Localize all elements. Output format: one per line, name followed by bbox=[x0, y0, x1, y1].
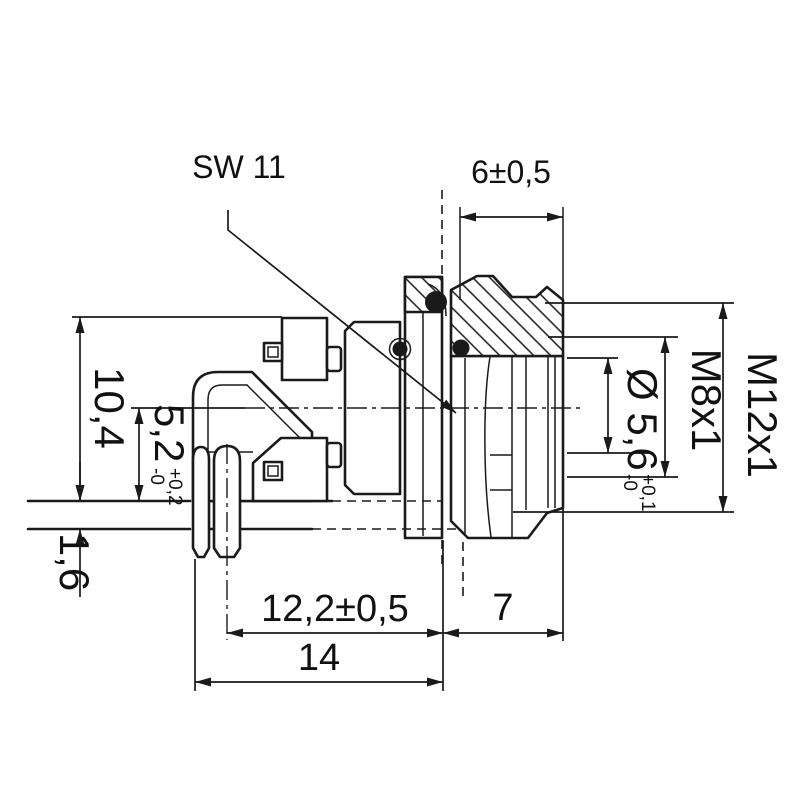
dim-label-5-2-tol-plus: +0,2 bbox=[164, 468, 185, 506]
o-ring-large bbox=[425, 291, 447, 313]
dim-label-14: 14 bbox=[298, 637, 340, 679]
lower-ear bbox=[325, 441, 343, 469]
dim-label-5-6-tol-minus: -0 bbox=[619, 474, 640, 491]
dimension-thread-middle: M8x1 bbox=[660, 337, 730, 477]
dim-label-5-2: 5,2 bbox=[146, 404, 193, 462]
lower-peg bbox=[262, 460, 284, 482]
o-ring-small bbox=[392, 341, 408, 357]
dim-label-10-4: 10,4 bbox=[86, 367, 133, 449]
center-lines bbox=[131, 207, 580, 640]
lower-wing bbox=[251, 436, 329, 503]
hidden-lines bbox=[312, 190, 464, 598]
label-sw11: SW 11 bbox=[192, 149, 286, 185]
bracket-leg-pin bbox=[191, 445, 211, 559]
dim-label-5-6: Ø 5,6 bbox=[619, 368, 666, 471]
solder-pins bbox=[191, 444, 242, 559]
dim-label-5-2-tol-minus: -0 bbox=[146, 468, 167, 485]
dimension-overall-height: 10,4 bbox=[75, 317, 133, 501]
dimension-board-thickness: 1,6 bbox=[51, 462, 98, 597]
dimension-thread-outer: M12x1 bbox=[718, 303, 786, 512]
dim-label-1-6: 1,6 bbox=[51, 533, 98, 591]
upper-ear bbox=[325, 345, 343, 373]
dim-label-7: 7 bbox=[492, 587, 513, 629]
contact-pin bbox=[212, 444, 242, 559]
o-ring-seals bbox=[392, 291, 470, 357]
dim-label-5-6-tol-plus: +0,1 bbox=[637, 474, 658, 512]
extension-lines bbox=[72, 302, 734, 691]
dimension-overall-depth: 14 bbox=[195, 637, 443, 687]
dimension-front-length: 7 bbox=[443, 587, 563, 638]
mounting-flange bbox=[403, 275, 444, 540]
cross-section-hatched bbox=[388, 274, 565, 361]
upper-peg bbox=[262, 341, 284, 363]
dim-label-6: 6±0,5 bbox=[471, 154, 551, 190]
hex-nut bbox=[449, 354, 565, 540]
dim-label-12-2: 12,2±0,5 bbox=[261, 588, 409, 630]
upper-wing bbox=[280, 316, 329, 382]
dimension-inner-diameter: Ø 5,6 +0,1 -0 bbox=[603, 358, 666, 512]
dimension-axis-height: 5,2 +0,2 -0 bbox=[134, 404, 193, 506]
dim-label-m12: M12x1 bbox=[739, 352, 786, 478]
o-ring-thread bbox=[452, 339, 470, 357]
dimension-body-depth: 12,2±0,5 bbox=[227, 588, 443, 638]
dimension-nut-length: 6±0,5 bbox=[460, 154, 563, 222]
leader-wrench-size: SW 11 bbox=[192, 149, 457, 414]
connector-body bbox=[251, 316, 402, 503]
